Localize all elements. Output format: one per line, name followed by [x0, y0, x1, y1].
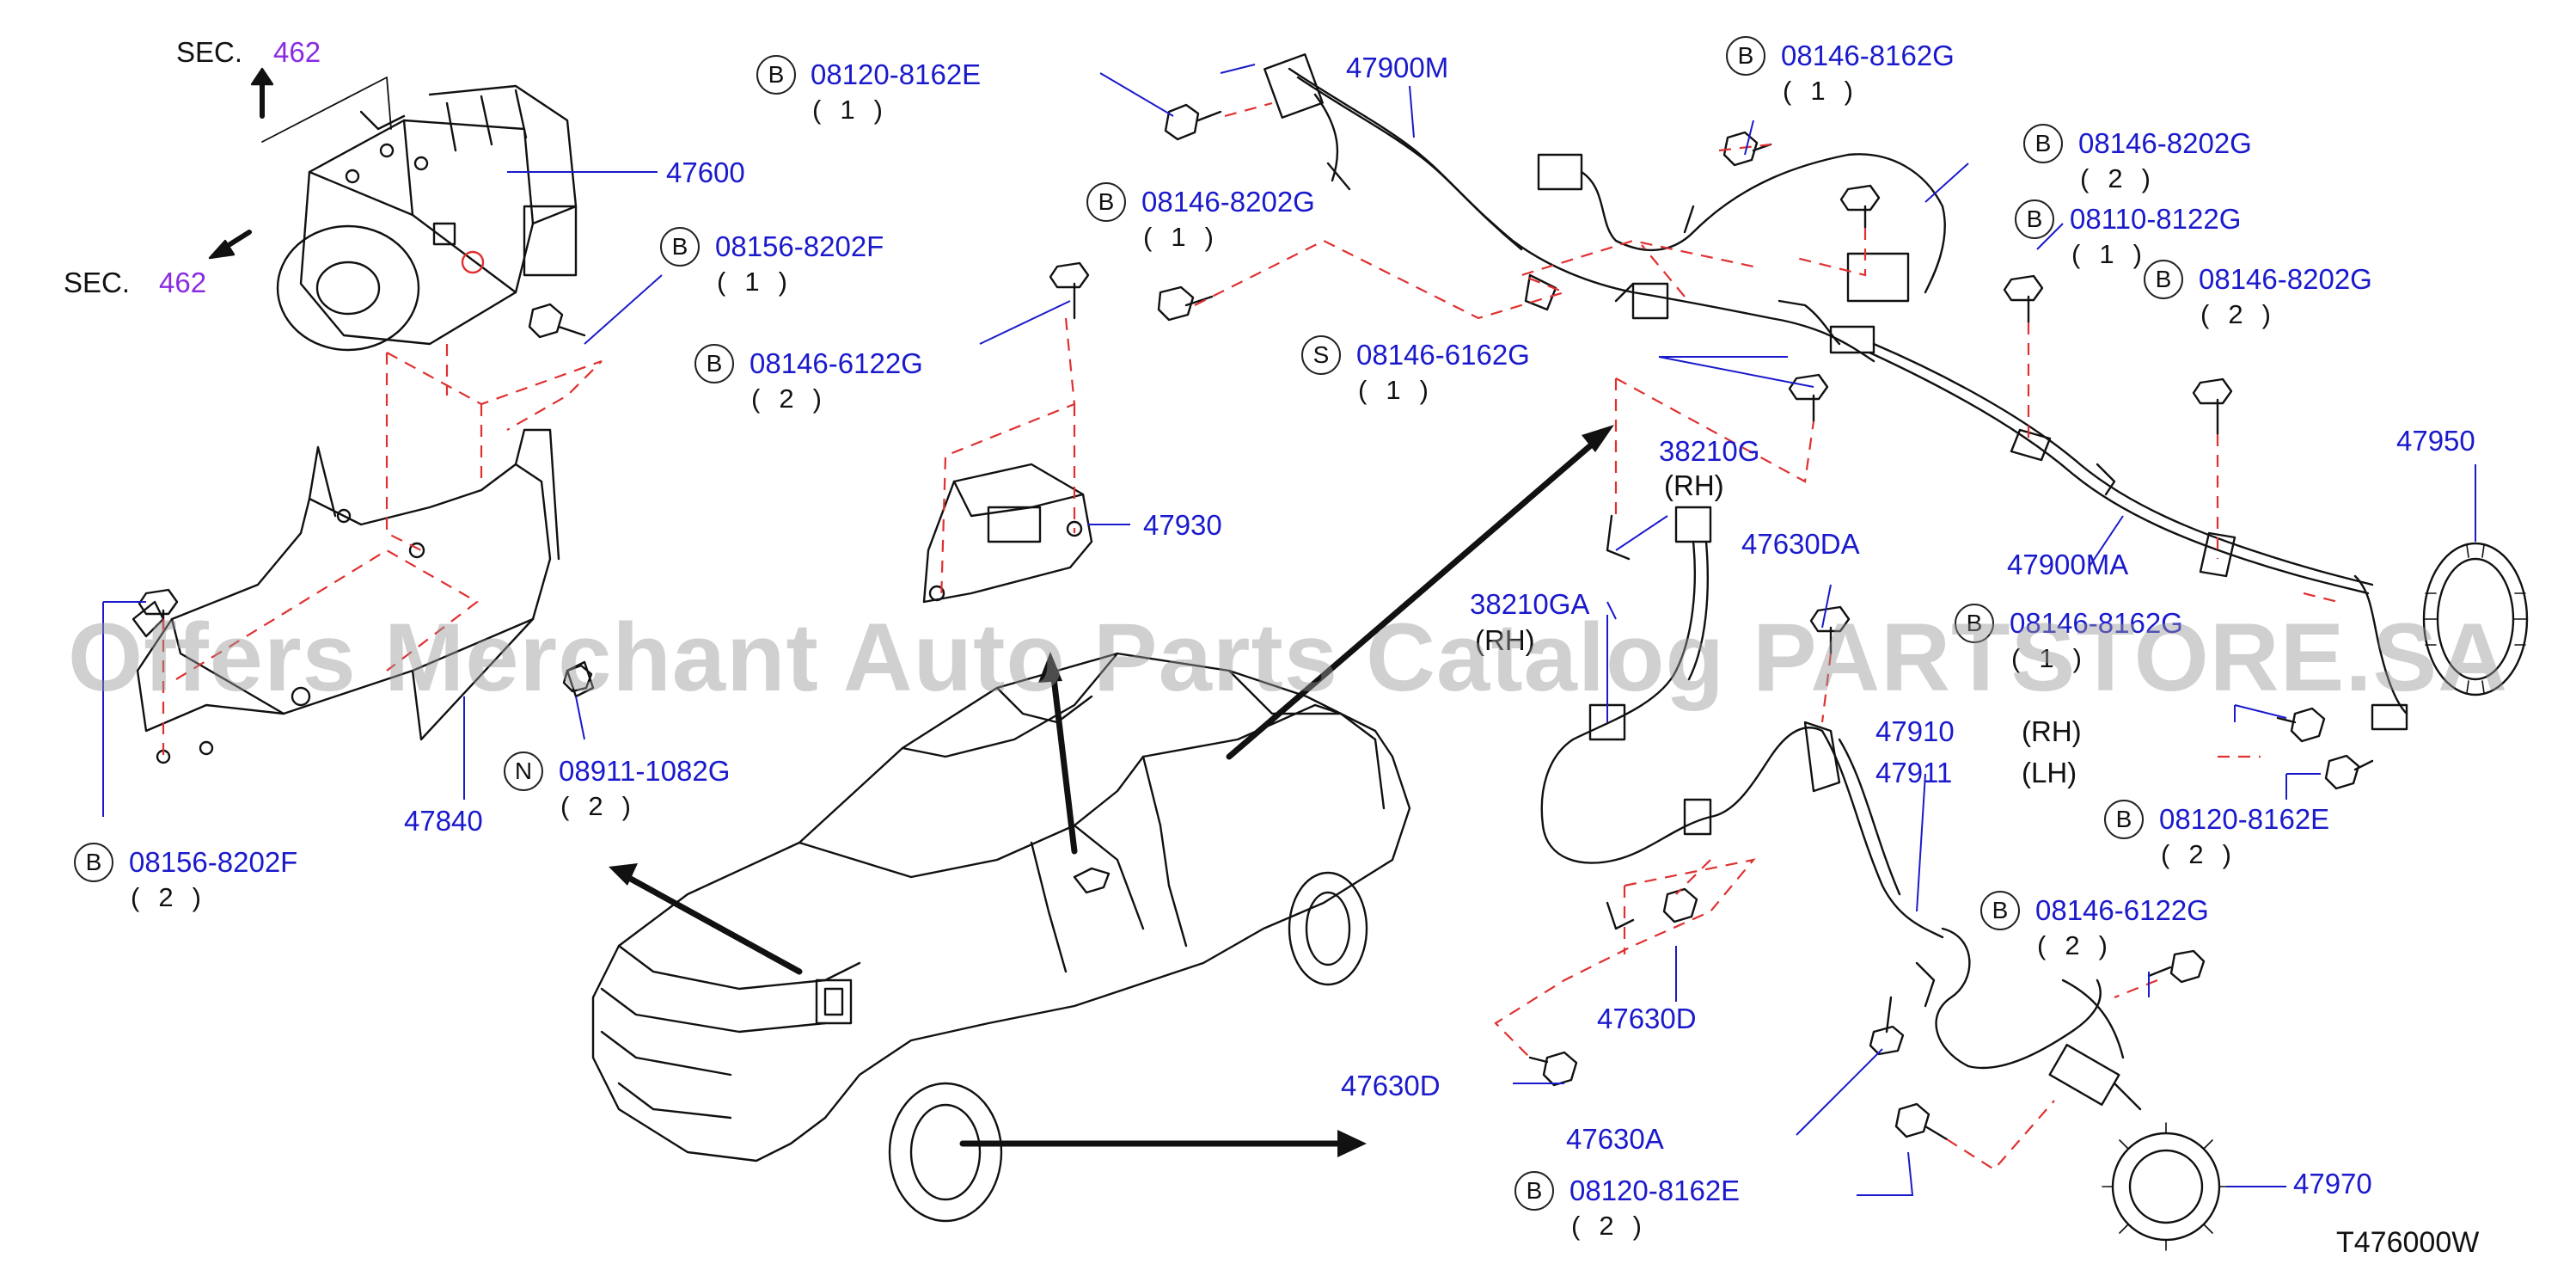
bolt-type-badge: B: [2023, 124, 2063, 163]
bolt-type-badge: B: [2104, 800, 2144, 839]
part-label-47930[interactable]: 47930: [1143, 509, 1222, 541]
bolt-type-badge: N: [504, 751, 543, 791]
bolt-part-number[interactable]: 08156-8202F: [715, 230, 884, 262]
part-label-47900m[interactable]: 47900M: [1346, 52, 1449, 83]
bolt-type-badge: B: [660, 227, 700, 267]
truck-drawing: [591, 652, 1411, 1223]
bolt-quantity: (2): [751, 383, 841, 414]
part-label-47840[interactable]: 47840: [404, 805, 483, 837]
bolt-part-number[interactable]: 08156-8202F: [129, 846, 298, 878]
bolt-quantity: (1): [1143, 222, 1233, 252]
part-label-47911[interactable]: 47911: [1875, 757, 1953, 788]
section-ref-label: SEC.: [176, 36, 243, 68]
bolt-quantity: (2): [2037, 930, 2126, 960]
tone-ring-47970-drawing: [2111, 1132, 2221, 1242]
section-ref-number[interactable]: 462: [273, 36, 321, 68]
bolt-part-number[interactable]: 08146-6122G: [750, 347, 923, 379]
bolt-quantity: (2): [560, 791, 650, 821]
section-ref-label: SEC.: [64, 267, 131, 298]
bolt-quantity: (2): [131, 882, 220, 912]
part-side-note: (LH): [2022, 757, 2077, 788]
bolt-part-number[interactable]: 08146-8162G: [1781, 40, 1955, 71]
bolt-type-badge: B: [1086, 182, 1126, 222]
part-label-47900ma[interactable]: 47900MA: [2007, 549, 2129, 580]
bolt-quantity: (2): [2200, 299, 2290, 329]
bolt-part-number[interactable]: 08110-8122G: [2070, 203, 2242, 235]
bolt-part-number[interactable]: 08146-6122G: [2035, 894, 2209, 926]
bolt-quantity: (1): [1358, 375, 1447, 405]
bolt-part-number[interactable]: 08146-8202G: [2078, 127, 2252, 159]
bolt-quantity: (1): [2011, 643, 2101, 673]
bolt-type-badge: B: [1980, 891, 2020, 930]
g-sensor-drawing: [922, 463, 1093, 604]
bolt-type-badge: B: [74, 843, 113, 882]
bolt-type-badge: S: [1301, 335, 1341, 375]
watermark-text: Offers Merchant Auto Parts Catalog PARTS…: [67, 604, 2509, 711]
sensor-harness-rear-drawing: [1540, 506, 2142, 1111]
abs-actuator-drawing: [276, 84, 578, 352]
part-label-47630da[interactable]: 47630DA: [1741, 528, 1860, 560]
bolt-quantity: (1): [812, 95, 902, 125]
bolt-quantity: (1): [1783, 76, 1872, 106]
bolt-quantity: (2): [2161, 839, 2250, 869]
bolt-quantity: (1): [717, 267, 806, 297]
bolt-type-badge: B: [2144, 260, 2183, 299]
section-ref-number[interactable]: 462: [159, 267, 207, 298]
part-label-47910[interactable]: 47910: [1875, 715, 1955, 747]
part-label-38210g[interactable]: 38210G: [1659, 435, 1760, 467]
part-label-47630d[interactable]: 47630D: [1341, 1070, 1441, 1101]
bolt-quantity: (1): [2071, 239, 2161, 269]
bolt-quantity: (2): [2080, 163, 2169, 193]
harness-47900m-drawing: [1264, 53, 2408, 731]
bolt-type-badge: B: [756, 55, 796, 95]
part-label-47950[interactable]: 47950: [2396, 425, 2475, 457]
bolt-part-number[interactable]: 08146-8202G: [2199, 263, 2372, 295]
part-label-47630a[interactable]: 47630A: [1566, 1123, 1664, 1155]
part-side-note: (RH): [2022, 715, 2082, 747]
bolt-part-number[interactable]: 08120-8162E: [811, 58, 982, 90]
bolt-part-number[interactable]: 08146-6162G: [1356, 339, 1530, 371]
bolt-part-number[interactable]: 08146-8162G: [2010, 607, 2183, 639]
bolt-type-badge: B: [1726, 36, 1765, 76]
bolt-type-badge: B: [2015, 199, 2054, 239]
part-side-note: (RH): [1664, 469, 1724, 501]
bolt-type-badge: B: [694, 344, 734, 383]
bolt-part-number[interactable]: 08911-1082G: [559, 755, 731, 787]
bolt-part-number[interactable]: 08120-8162E: [2159, 803, 2330, 835]
bolt-part-number[interactable]: 08120-8162E: [1569, 1175, 1741, 1206]
bolt-quantity: (2): [1571, 1211, 1661, 1241]
bolt-part-number[interactable]: 08146-8202G: [1141, 186, 1315, 218]
bolt-type-badge: B: [1955, 604, 1994, 643]
part-label-47970[interactable]: 47970: [2293, 1168, 2372, 1199]
part-label-38210ga[interactable]: 38210GA: [1470, 588, 1590, 620]
diagram-code: T476000W: [2336, 1226, 2480, 1259]
part-side-note: (RH): [1475, 624, 1535, 656]
part-label-47630d[interactable]: 47630D: [1597, 1003, 1697, 1034]
bolt-type-badge: B: [1514, 1171, 1554, 1211]
part-label-47600[interactable]: 47600: [666, 156, 745, 188]
